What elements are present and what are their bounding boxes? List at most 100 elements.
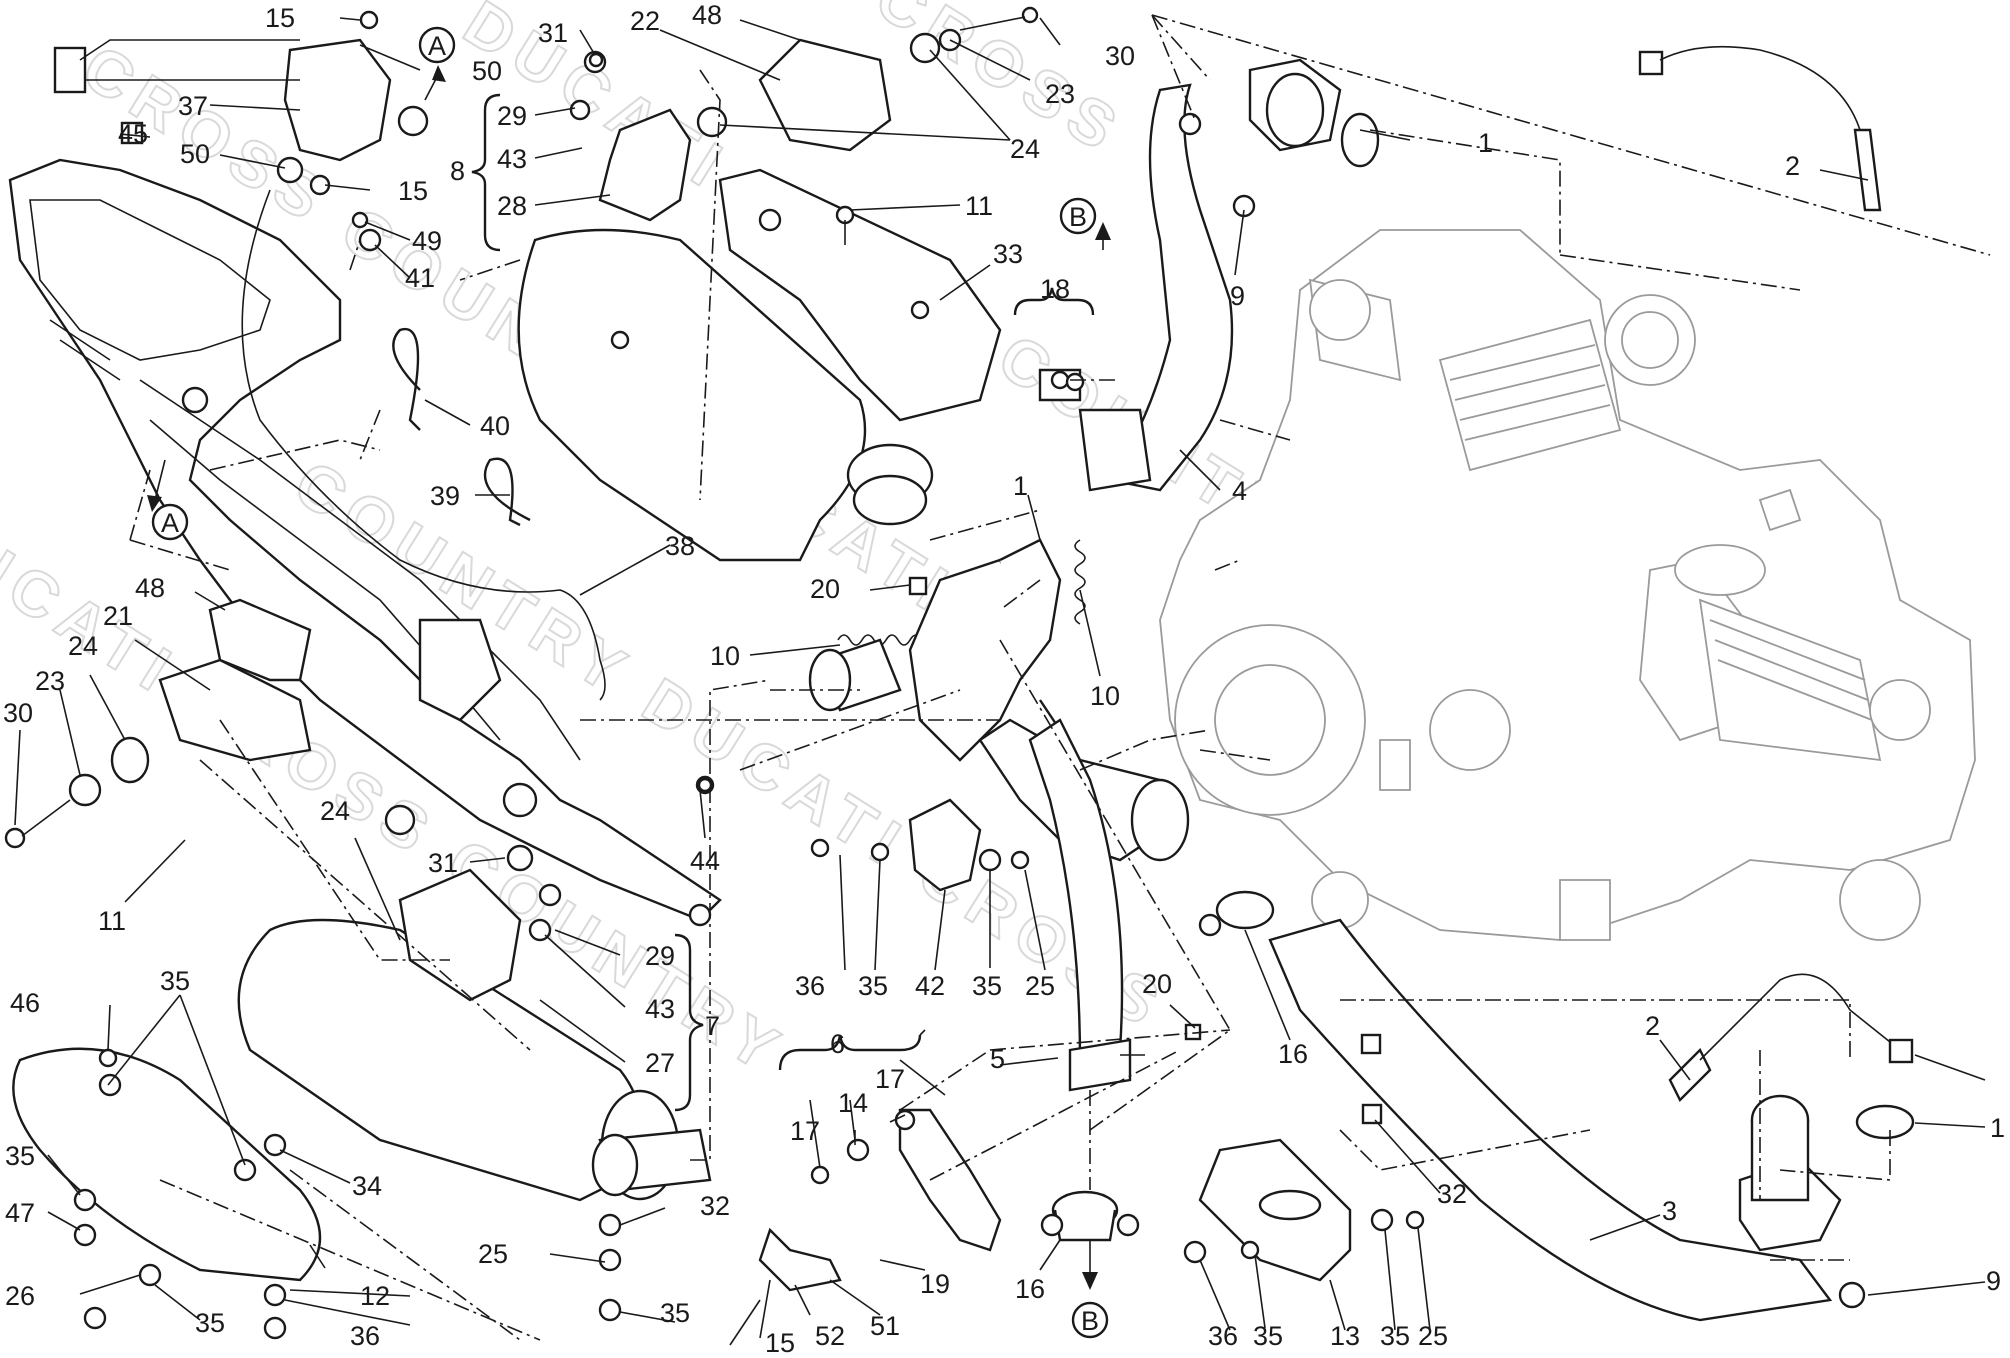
callout-number: 45	[118, 119, 148, 149]
callout-number: 17	[790, 1116, 820, 1146]
callout-number: 35	[972, 971, 1002, 1001]
heat-shield-12	[12, 1047, 322, 1282]
callout-number: 18	[1040, 274, 1070, 304]
o2-sensor-top	[1638, 45, 1882, 212]
callout-number: 35	[1380, 1321, 1410, 1351]
callout-number: 48	[135, 573, 165, 603]
callout-number: 2	[1785, 151, 1800, 181]
callout-number: 20	[810, 574, 840, 604]
callout-number: 10	[1090, 681, 1120, 711]
callout-number: 33	[993, 239, 1023, 269]
callout-number: 36	[1208, 1321, 1238, 1351]
callout-number: 25	[1418, 1321, 1448, 1351]
callout-number: 49	[412, 226, 442, 256]
callout-number: 11	[965, 191, 993, 221]
connector-b-bottom: B	[1071, 1301, 1109, 1339]
callout-number: 23	[35, 666, 65, 696]
gasket-1-right	[1855, 1104, 1915, 1140]
o2-sensor-right	[1668, 973, 1914, 1103]
engine-block	[1159, 229, 1976, 941]
callout-number: 15	[765, 1328, 795, 1358]
callout-number: 40	[480, 411, 510, 441]
callout-number: 46	[10, 988, 40, 1018]
callout-number: 8	[450, 156, 465, 186]
callout-number: 26	[5, 1281, 35, 1311]
grommet-24-left	[110, 736, 150, 784]
misc-hardware	[73, 370, 1425, 1340]
callout-number: 24	[68, 631, 98, 661]
clamp-5-band	[1068, 1038, 1132, 1092]
callout-number: 48	[692, 0, 722, 30]
brace-7	[674, 933, 704, 1112]
brace-6-arm	[919, 1029, 926, 1036]
callout-number: 15	[398, 176, 428, 206]
callout-number: 27	[645, 1048, 675, 1078]
arrow-a-top	[424, 65, 446, 101]
callout-number: 34	[352, 1171, 382, 1201]
callout-number: 29	[645, 941, 675, 971]
callout-number: 44	[690, 846, 720, 876]
connector-label: B	[1069, 202, 1087, 232]
callout-number: 12	[360, 1281, 390, 1311]
arrow-b-bottom	[1082, 1240, 1098, 1290]
callout-number: 47	[5, 1198, 35, 1228]
callout-number: 35	[1253, 1321, 1283, 1351]
callout-number: 43	[497, 144, 527, 174]
callout-number: 41	[405, 263, 435, 293]
callout-number: 15	[265, 3, 295, 33]
callout-number: 9	[1986, 1266, 2001, 1296]
bracket-6-assembly	[758, 1108, 1002, 1292]
callout-number: 14	[838, 1088, 868, 1118]
callout-number: 10	[710, 641, 740, 671]
callout-number: 37	[178, 91, 208, 121]
bracket-27	[398, 868, 522, 1002]
callout-number: 4	[1232, 476, 1247, 506]
callout-number: 1	[1013, 471, 1028, 501]
exhaust-pipe-4	[1038, 58, 1380, 492]
callout-number: 1	[1990, 1113, 2005, 1143]
callout-number: 31	[538, 18, 568, 48]
callout-number: 5	[990, 1044, 1005, 1074]
connector-label: B	[1081, 1306, 1099, 1336]
nut-9-bottom	[1838, 1281, 1866, 1309]
bracket-48-left	[208, 598, 312, 682]
center-bracket	[808, 538, 1190, 862]
upper-muffler	[517, 168, 1002, 562]
connector-a-top: A	[418, 26, 456, 64]
callout-number: 19	[920, 1269, 950, 1299]
callout-number: 6	[830, 1029, 845, 1059]
brace-8	[471, 93, 501, 252]
bracket-28	[598, 108, 692, 222]
clamp-40	[392, 327, 421, 431]
callout-number: 7	[705, 1011, 720, 1041]
callout-number: 32	[1437, 1179, 1467, 1209]
callout-number: 35	[858, 971, 888, 1001]
callout-number: 51	[870, 1311, 900, 1341]
leader-lines	[14, 17, 1986, 1346]
callout-number: 22	[630, 6, 660, 36]
callout-number: 31	[428, 848, 458, 878]
clamp-39	[483, 457, 531, 527]
callout-number: 50	[180, 139, 210, 169]
brace-6	[778, 1034, 922, 1071]
sensor-cable	[241, 189, 606, 701]
callout-number: 36	[350, 1321, 380, 1351]
callout-number: 35	[160, 966, 190, 996]
callout-number: 30	[1105, 41, 1135, 71]
callout-number: 21	[103, 601, 133, 631]
connector-label: A	[161, 508, 179, 538]
callout-labels: 15 31 22 48 30 23 24 50 37 45 50 15 49 4…	[3, 0, 2005, 1358]
callout-number: 30	[3, 698, 33, 728]
callout-number: 35	[195, 1308, 225, 1338]
callout-number: 17	[875, 1064, 905, 1094]
connector-a-left: A	[151, 503, 189, 541]
heat-shield-42	[908, 798, 982, 892]
callout-number: 52	[815, 1321, 845, 1351]
callout-number: 25	[478, 1239, 508, 1269]
callout-number: 2	[1645, 1011, 1660, 1041]
callout-number: 50	[472, 56, 502, 86]
callout-number: 36	[795, 971, 825, 1001]
assembly-lines	[129, 14, 1991, 1341]
clamp-16	[1040, 890, 1275, 1242]
